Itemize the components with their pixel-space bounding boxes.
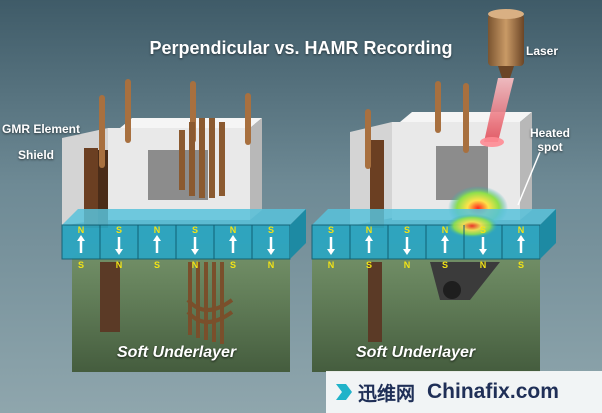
right-media-pole-bottom: S [366, 260, 372, 270]
right-media-cell-1: SN [327, 225, 335, 270]
right-coil-leads [365, 81, 469, 169]
left-media-pole-top: S [268, 225, 274, 235]
right-media-pole-top: N [518, 225, 525, 235]
heated-spot-pointer [517, 151, 541, 206]
arrowhead-icon [191, 249, 199, 255]
arrowhead-icon [77, 235, 85, 241]
right-buried-arm [368, 262, 500, 342]
left-coil-windings [179, 118, 225, 198]
right-media-pole-top: N [442, 225, 449, 235]
left-media-cell-6: SN [251, 225, 275, 270]
chinafix-logo-icon [336, 384, 352, 400]
soft-underlayer-label-left: Soft Underlayer [117, 344, 237, 361]
right-media-pole-bottom: S [442, 260, 448, 270]
left-media-cell-2: SN [99, 225, 123, 270]
arrowhead-icon [153, 235, 161, 241]
right-media-pole-bottom: S [518, 260, 524, 270]
right-media-cell-4: NS [425, 225, 449, 270]
watermark-chinese-text: 迅维网 [358, 383, 416, 405]
right-media-pole-top: N [366, 225, 373, 235]
arrowhead-icon [517, 235, 525, 241]
left-media-pole-top: N [78, 225, 85, 235]
left-media-cell-3: NS [137, 225, 161, 270]
left-buried-coil [186, 262, 234, 344]
right-media-pole-top: S [328, 225, 334, 235]
right-media-pole-bottom: N [480, 260, 487, 270]
laser-source [488, 9, 524, 78]
left-media-cell-5: NS [213, 225, 237, 270]
diagram-title: Perpendicular vs. HAMR Recording [149, 38, 453, 58]
right-media-pole-bottom: N [404, 260, 411, 270]
arrowhead-icon [403, 249, 411, 255]
arrowhead-icon [115, 249, 123, 255]
heated-spot-on-media [446, 214, 498, 238]
right-media-cell-5: SN [463, 225, 487, 270]
heated-spot-label-line1: Heated [529, 126, 570, 140]
left-media-pole-top: N [230, 225, 237, 235]
arrowhead-icon [267, 249, 275, 255]
arrowhead-icon [327, 249, 335, 255]
shield-label: Shield [18, 148, 55, 162]
arrowhead-icon [441, 235, 449, 241]
left-buried-pole [100, 262, 120, 332]
right-media-pole-top: S [404, 225, 410, 235]
left-media-pole-bottom: N [116, 260, 123, 270]
soft-underlayer-label-right: Soft Underlayer [356, 344, 476, 361]
right-media-pole-top: S [480, 225, 486, 235]
arrowhead-icon [365, 235, 373, 241]
right-media-cell-6: NS [501, 225, 525, 270]
watermark-banner: 迅维网 Chinafix.com [326, 371, 602, 413]
watermark-site-text: Chinafix.com [427, 380, 559, 403]
beam-spot [480, 137, 504, 147]
left-media-pole-bottom: S [78, 260, 84, 270]
right-media-cell-2: NS [349, 225, 373, 270]
gmr-element-label: GMR Element [2, 122, 81, 136]
left-media-cell-1: NS [77, 225, 85, 270]
laser-beam [484, 78, 514, 142]
left-media-pole-top: S [192, 225, 198, 235]
left-media-cell-4: SN [175, 225, 199, 270]
left-media-pole-top: N [154, 225, 161, 235]
left-media-pole-bottom: S [154, 260, 160, 270]
heated-spot-label: Heated spot [521, 126, 579, 154]
heated-spot-label-line2: spot [537, 140, 563, 154]
laser-label: Laser [526, 44, 559, 58]
right-media-pole-bottom: N [328, 260, 335, 270]
left-media-pole-bottom: S [230, 260, 236, 270]
arrowhead-icon [229, 235, 237, 241]
left-media-pole-bottom: N [268, 260, 275, 270]
right-media-cell-3: SN [387, 225, 411, 270]
left-media-pole-top: S [116, 225, 122, 235]
left-media-pole-bottom: N [192, 260, 199, 270]
arrowhead-icon [479, 249, 487, 255]
